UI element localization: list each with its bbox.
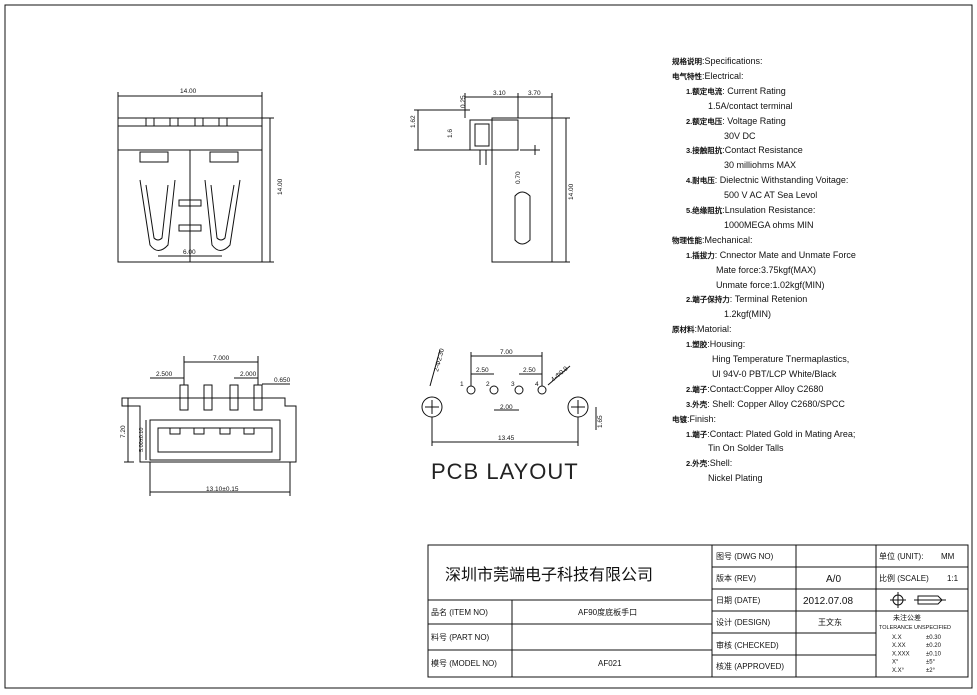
tolerance-table: X.X ±0.30X.XX ±0.20X.XXX ±0.10X° ±5° X.X° ±2° [892, 635, 942, 674]
dim-front-width: 14.00 [180, 88, 197, 95]
pcb-pin-3: 3 [511, 381, 515, 388]
dim-bottom-height: 7.20 [120, 425, 127, 438]
dim-pcb-total-pitch: 7.00 [500, 349, 513, 356]
tolerance-cn: 未注公差 [893, 613, 921, 622]
unit-value: MM [941, 552, 955, 561]
dim-bottom-width: 13.10±0.15 [206, 486, 239, 493]
tolerance-value: ±0.10 [926, 651, 942, 657]
pcb-layout [421, 349, 597, 446]
pcb-pin-4: 4 [535, 381, 539, 388]
approved-label: 核准 (APPROVED) [716, 661, 784, 671]
dim-bottom-inner: 5.00±0.10 [139, 428, 145, 452]
scale-value: 1:1 [947, 574, 959, 583]
tolerance-key: X.XXX [892, 651, 910, 657]
date-label: 日期 (DATE) [716, 596, 761, 605]
pcb-pin-2: 2 [486, 381, 490, 388]
tolerance-value: ±0.30 [926, 635, 942, 641]
dim-side-top-b: 3.70 [528, 90, 541, 97]
pcb-pin-1: 1 [460, 381, 464, 388]
unit-label: 单位 (UNIT): [879, 551, 923, 561]
tolerance-key: X° [892, 660, 899, 666]
dim-front-height: 14.00 [277, 178, 284, 195]
dim-pcb-span: 13.45 [498, 435, 515, 442]
dim-pcb-p2: 2.50 [523, 367, 536, 374]
dim-bottom-pitch-total: 7.000 [213, 355, 230, 362]
title-block [427, 544, 969, 678]
dim-side-c: 1.6 [447, 129, 454, 138]
dim-bottom-pin: 0.650 [274, 377, 291, 384]
dim-side-height: 14.00 [568, 183, 575, 200]
model-no-label: 模号 (MODEL NO) [431, 658, 497, 668]
tolerance-value: ±5° [926, 660, 936, 666]
tolerance-value: ±0.20 [926, 643, 942, 649]
date-value: 2012.07.08 [803, 596, 853, 607]
dwg-no-label: 图号 (DWG NO) [716, 552, 774, 561]
tolerance-en: TOLERANCE UNSPECIFIED [879, 625, 951, 631]
bottom-view [121, 356, 297, 496]
tolerance-key: X.XX [892, 643, 906, 649]
part-no-label: 料号 (PART NO) [431, 632, 490, 642]
dim-front-inner: 6.00 [183, 249, 196, 256]
dim-pcb-p3: 2.00 [500, 404, 513, 411]
dim-side-b: 1.62 [410, 115, 417, 128]
dim-bottom-pitch-b: 2.000 [240, 371, 257, 378]
rev-label: 版本 (REV) [716, 573, 756, 583]
scale-label: 比例 (SCALE) [879, 573, 929, 583]
rev-value: A/0 [826, 574, 841, 585]
design-value: 王文东 [818, 617, 842, 627]
dim-side-d: 0.70 [515, 171, 522, 184]
item-no-label: 品名 (ITEM NO) [431, 607, 488, 617]
company-name: 深圳市莞端电子科技有限公司 [445, 565, 653, 584]
dim-side-a: 0.25 [460, 95, 467, 108]
dim-pcb-small-hole: 4-Φ0.9 [550, 365, 570, 383]
dim-pcb-offset: 1.65 [597, 415, 604, 428]
tolerance-key: X.X [892, 635, 902, 641]
item-no-value: AF90度底板手口 [578, 607, 637, 617]
tolerance-key: X.X° [892, 668, 905, 674]
pcb-layout-title: PCB LAYOUT [431, 459, 579, 484]
side-view [414, 93, 570, 263]
dim-pcb-p1: 2.50 [476, 367, 489, 374]
dim-side-top-a: 3.10 [493, 90, 506, 97]
tolerance-value: ±2° [926, 668, 936, 674]
front-view [117, 92, 274, 263]
design-label: 设计 (DESIGN) [716, 617, 771, 627]
sheet-border [4, 4, 973, 689]
model-no-value: AF021 [598, 659, 622, 668]
dim-pcb-big-hole: 2-Φ2.30 [433, 348, 446, 373]
dim-bottom-pitch-a: 2.500 [156, 371, 173, 378]
checked-label: 审核 (CHECKED) [716, 640, 779, 650]
